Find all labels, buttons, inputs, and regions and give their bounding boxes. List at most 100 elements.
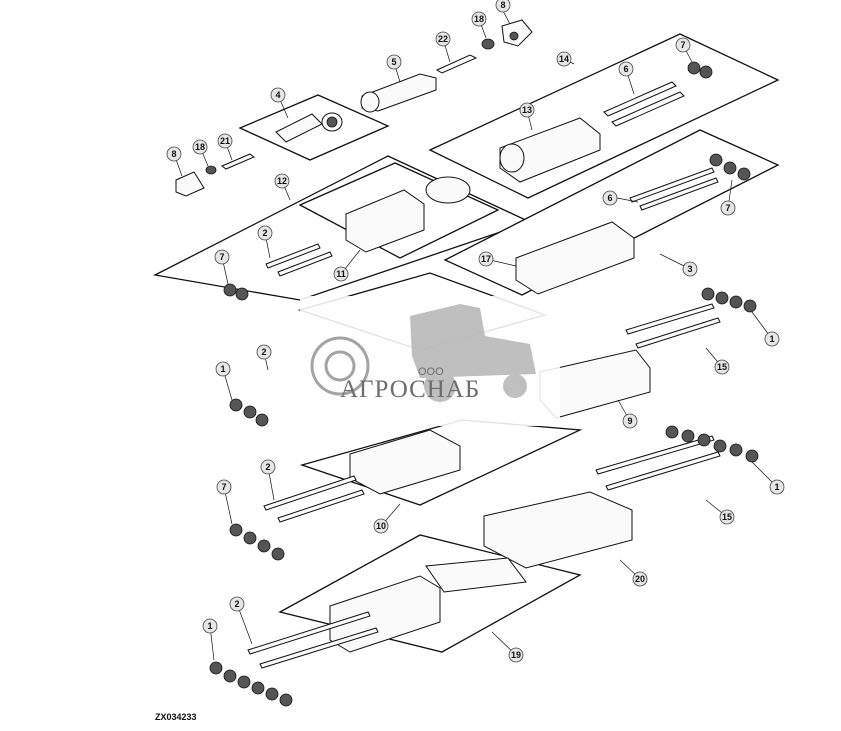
part-terminals-2c <box>247 611 379 669</box>
part-terminals-2b <box>263 475 365 523</box>
part-housing-5 <box>360 73 437 113</box>
svg-text:10: 10 <box>376 521 386 531</box>
svg-text:1: 1 <box>769 334 774 344</box>
part-terminals-2a <box>265 243 333 277</box>
callout-2-mid: 2 <box>256 344 272 360</box>
callout-15-upper: 15 <box>714 359 730 375</box>
part-cap-8-left <box>175 171 205 197</box>
part-seals-7c <box>709 153 751 181</box>
part-seal-18-left <box>205 165 217 175</box>
part-terminals-6a <box>603 81 685 127</box>
svg-text:7: 7 <box>680 40 685 50</box>
callout-18-left: 18 <box>192 139 208 155</box>
svg-text:2: 2 <box>265 462 270 472</box>
svg-text:5: 5 <box>391 57 396 67</box>
svg-text:7: 7 <box>725 203 730 213</box>
callout-11: 11 <box>333 266 349 282</box>
svg-text:2: 2 <box>261 347 266 357</box>
callout-7-lower: 7 <box>216 479 232 495</box>
callout-18-top: 18 <box>471 11 487 27</box>
callout-8-left: 8 <box>166 146 182 162</box>
callout-8-top: 8 <box>495 0 511 13</box>
svg-text:8: 8 <box>500 0 505 10</box>
callout-2-upper: 2 <box>257 225 273 241</box>
part-connector-20 <box>483 491 633 569</box>
part-cap-8-top <box>501 19 533 47</box>
callout-1-right-upper: 1 <box>764 331 780 347</box>
svg-text:14: 14 <box>559 54 569 64</box>
part-seal-18-top <box>481 38 495 50</box>
callout-6-mid: 6 <box>602 190 618 206</box>
callout-22: 22 <box>435 31 451 47</box>
svg-text:1: 1 <box>207 621 212 631</box>
svg-text:18: 18 <box>474 14 484 24</box>
callout-21: 21 <box>217 133 233 149</box>
part-terminals-15a <box>625 303 721 349</box>
callout-17: 17 <box>478 251 494 267</box>
svg-text:1: 1 <box>220 364 225 374</box>
part-seals-7d <box>229 523 285 561</box>
watermark-logo <box>300 296 560 426</box>
svg-text:17: 17 <box>481 254 491 264</box>
callout-7-mid: 7 <box>720 200 736 216</box>
callout-13: 13 <box>519 102 535 118</box>
part-terminal-21 <box>221 153 255 170</box>
svg-text:6: 6 <box>623 64 628 74</box>
svg-text:22: 22 <box>438 34 448 44</box>
svg-text:12: 12 <box>277 176 287 186</box>
part-seals-1d <box>209 661 293 707</box>
svg-text:19: 19 <box>511 650 521 660</box>
callout-12: 12 <box>274 173 290 189</box>
part-connector-19 <box>329 557 527 653</box>
svg-text:2: 2 <box>262 228 267 238</box>
callout-6-top: 6 <box>618 61 634 77</box>
svg-text:2: 2 <box>234 599 239 609</box>
callout-2-lower: 2 <box>260 459 276 475</box>
part-seals-7b <box>223 283 249 301</box>
callout-14: 14 <box>556 51 572 67</box>
part-terminal-22 <box>435 54 478 74</box>
part-connector-13 <box>499 117 601 183</box>
callout-4: 4 <box>270 87 286 103</box>
callout-1-right-lower: 1 <box>769 479 785 495</box>
part-seals-7a <box>687 61 713 79</box>
part-terminals-15b <box>595 435 721 491</box>
part-connector-11 <box>345 176 471 253</box>
watermark-company-prefix: ООО <box>418 366 444 378</box>
callout-1-left-upper: 1 <box>215 361 231 377</box>
svg-text:7: 7 <box>219 252 224 262</box>
svg-text:8: 8 <box>171 149 176 159</box>
callout-2-bottom: 2 <box>229 596 245 612</box>
part-connector-17 <box>515 221 635 295</box>
svg-text:3: 3 <box>687 264 692 274</box>
svg-text:4: 4 <box>275 90 280 100</box>
svg-text:6: 6 <box>607 193 612 203</box>
callout-7-left: 7 <box>214 249 230 265</box>
callout-10: 10 <box>373 518 389 534</box>
callout-19: 19 <box>508 647 524 663</box>
part-seals-1b <box>229 398 269 427</box>
callout-7-top: 7 <box>675 37 691 53</box>
part-seals-1a <box>701 287 757 313</box>
callout-20: 20 <box>632 571 648 587</box>
svg-text:7: 7 <box>221 482 226 492</box>
svg-text:20: 20 <box>635 574 645 584</box>
part-terminals-6b <box>629 167 719 211</box>
svg-text:9: 9 <box>627 416 632 426</box>
part-seals-1c <box>665 425 759 463</box>
callout-1-bottom: 1 <box>202 618 218 634</box>
svg-text:13: 13 <box>522 105 532 115</box>
svg-text:21: 21 <box>220 136 230 146</box>
callout-3: 3 <box>682 261 698 277</box>
watermark-brand: АГРОСНАБ <box>340 376 481 403</box>
callout-5: 5 <box>386 54 402 70</box>
svg-text:1: 1 <box>774 482 779 492</box>
callout-15-lower: 15 <box>719 509 735 525</box>
svg-text:18: 18 <box>195 142 205 152</box>
svg-text:11: 11 <box>336 269 346 279</box>
svg-text:15: 15 <box>717 362 727 372</box>
figure-code: ZX034233 <box>155 712 197 722</box>
callout-9: 9 <box>622 413 638 429</box>
part-connector-4 <box>275 112 343 143</box>
